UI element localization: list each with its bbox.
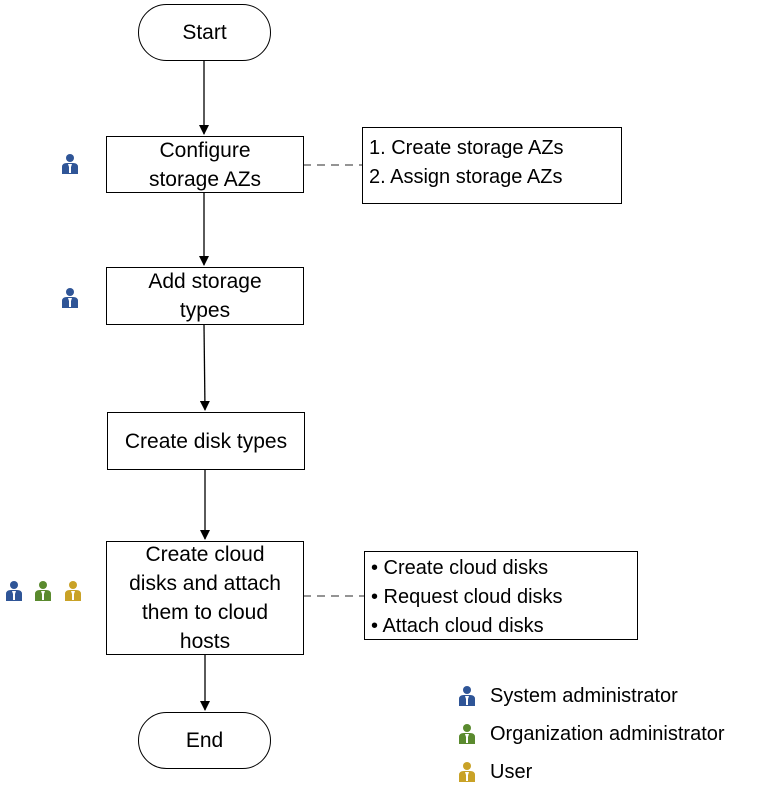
- add-storage-types-node: Add storage types: [106, 267, 304, 325]
- system-admin-icon: [6, 581, 22, 601]
- configure-step-1: 1. Create storage AZs: [369, 137, 564, 159]
- system-admin-icon: [459, 686, 475, 706]
- add-types-label-line-1: Add storage: [148, 270, 262, 293]
- legend-item-system-admin: System administrator: [456, 677, 725, 715]
- configure-steps-note: 1. Create storage AZs 2. Assign storage …: [362, 127, 622, 204]
- legend-label-system-admin: System administrator: [490, 684, 678, 707]
- user-icon: [459, 762, 475, 782]
- disk-types-label-line-1: Create disk types: [124, 429, 288, 453]
- user-icon: [65, 581, 81, 601]
- system-admin-icon: [62, 154, 78, 174]
- cloud-disks-step-2: • Request cloud disks: [371, 586, 563, 608]
- configure-step-2: 2. Assign storage AZs: [369, 166, 563, 188]
- cloud-disks-label-line-3: them to cloud: [141, 601, 269, 624]
- configure-label-line-2: storage AZs: [148, 167, 262, 191]
- start-node: Start: [138, 4, 271, 61]
- end-node: End: [138, 712, 271, 769]
- arrow-addtypes-disktypes: [199, 324, 210, 411]
- cloud-disks-step-3: • Attach cloud disks: [371, 615, 544, 637]
- org-admin-icon: [459, 724, 475, 744]
- legend-item-user: User: [456, 753, 725, 791]
- legend-label-user: User: [490, 760, 533, 783]
- legend-item-org-admin: Organization administrator: [456, 715, 725, 753]
- cloud-disks-label-line-1: Create cloud: [145, 543, 265, 566]
- role-legend: System administrator Organization admini…: [456, 677, 725, 791]
- legend-label-org-admin: Organization administrator: [490, 722, 725, 745]
- start-label: Start: [182, 21, 227, 44]
- org-admin-icon: [35, 581, 51, 601]
- add-types-label-line-2: types: [179, 299, 231, 322]
- cloud-disks-steps-note: • Create cloud disks • Request cloud dis…: [364, 551, 638, 640]
- create-cloud-disks-node: Create cloud disks and attach them to cl…: [106, 541, 304, 655]
- configure-storage-azs-node: Configure storage AZs: [106, 136, 304, 193]
- configure-label-line-1: Configure: [159, 138, 251, 162]
- system-admin-icon: [62, 288, 78, 308]
- cloud-disks-label-line-4: hosts: [179, 630, 231, 653]
- create-disk-types-node: Create disk types: [107, 412, 305, 470]
- cloud-disks-label-line-2: disks and attach: [129, 572, 281, 595]
- end-label: End: [185, 729, 224, 752]
- cloud-disks-step-1: • Create cloud disks: [371, 557, 549, 579]
